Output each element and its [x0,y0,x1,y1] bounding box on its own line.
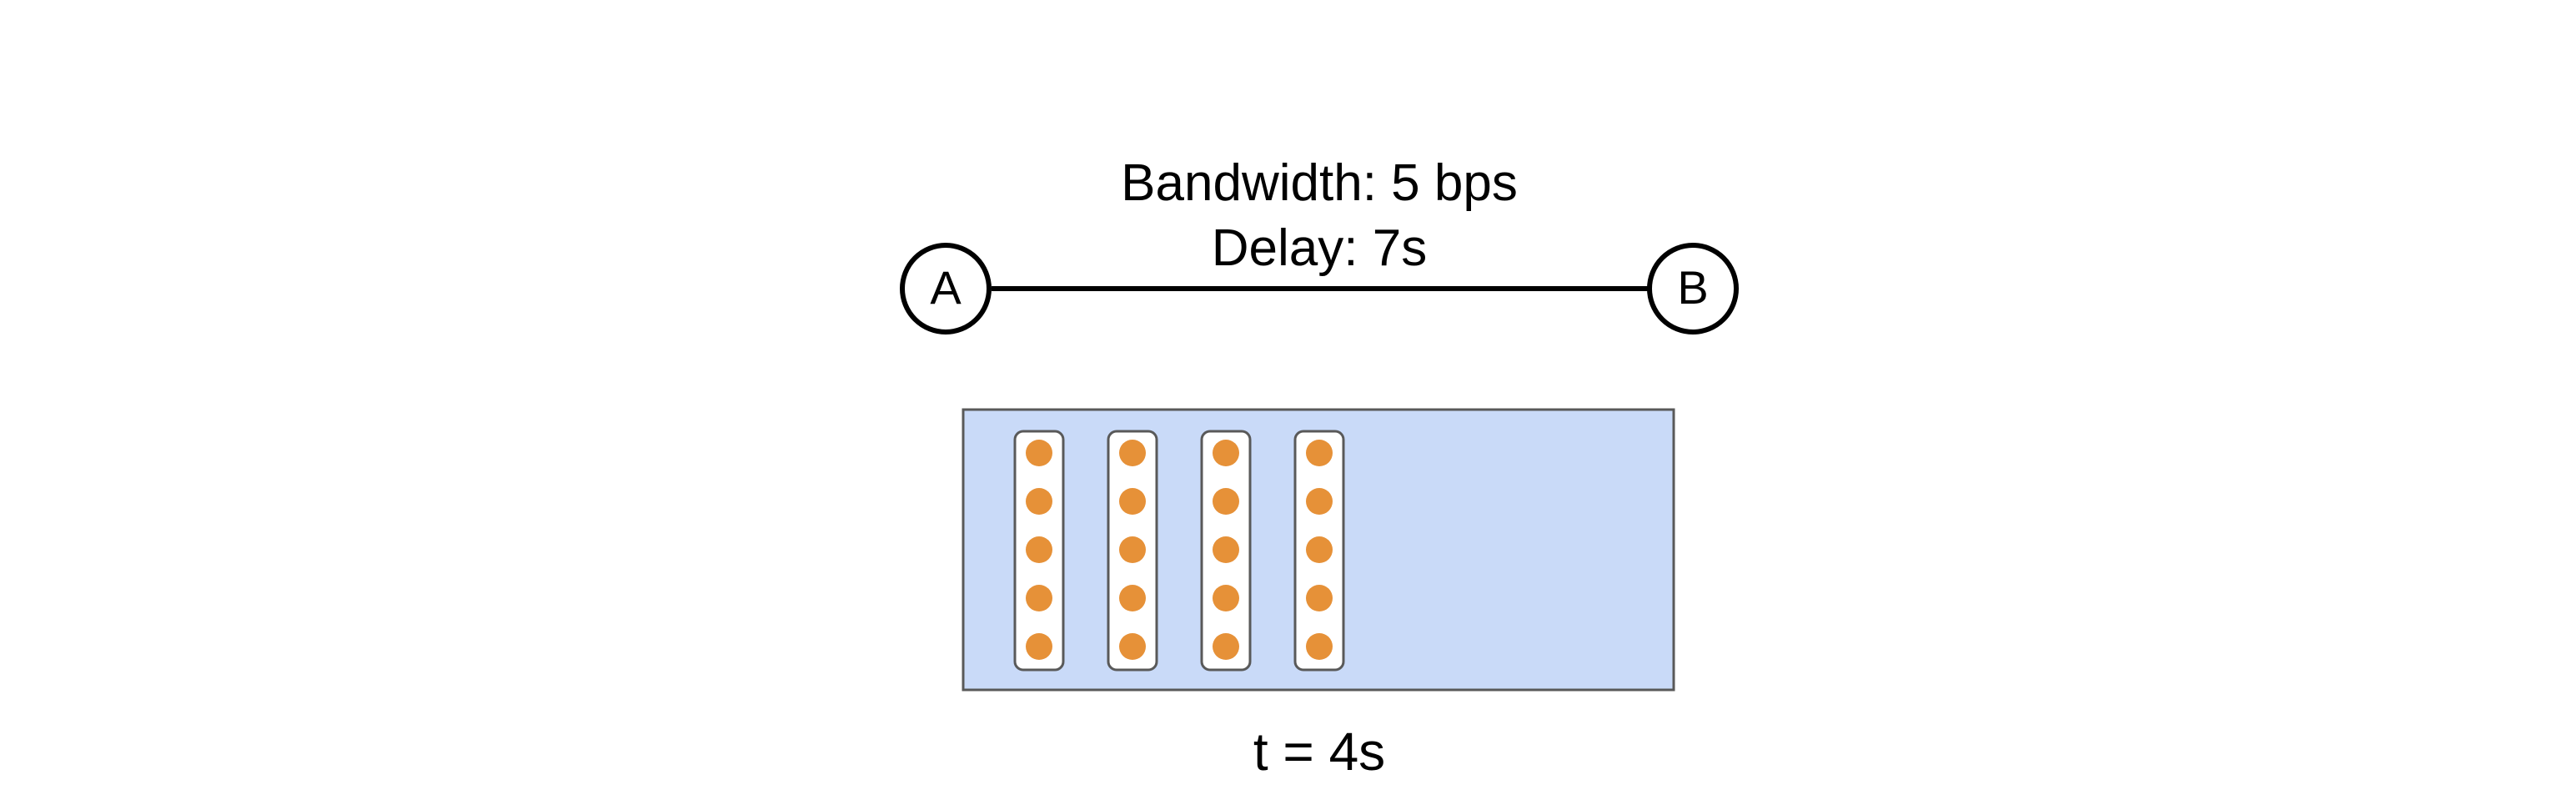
node-b: B [1647,243,1739,335]
bandwidth-label: Bandwidth: 5 bps [1121,154,1518,212]
packet-dot [1213,633,1239,660]
packet-dot [1306,488,1333,515]
node-a: A [900,243,992,335]
packet-dot [1026,440,1052,466]
packet-group [1107,430,1158,672]
node-b-label: B [1677,261,1708,314]
packet-dot [1306,440,1333,466]
packet-dot [1119,488,1146,515]
packet-dot [1026,585,1052,611]
packet-dot [1119,585,1146,611]
node-a-label: A [930,261,962,314]
packet-group [1293,430,1345,672]
packet-dot [1119,440,1146,466]
time-label: t = 4s [1253,722,1385,782]
packet-dot [1306,536,1333,563]
packet-group [1200,430,1252,672]
packet-dot [1306,585,1333,611]
packet-dot [1026,633,1052,660]
packet-dot [1306,633,1333,660]
packet-dot [1213,488,1239,515]
delay-label: Delay: 7s [1212,219,1427,277]
packet-dot [1213,536,1239,563]
packet-groups [1013,430,1345,672]
packet-dot [1026,488,1052,515]
packet-dot [1026,536,1052,563]
node-a-circle [900,243,992,335]
packet-group [1013,430,1065,672]
node-b-circle [1647,243,1739,335]
packet-dot [1119,633,1146,660]
packet-dot [1213,585,1239,611]
packet-dot [1119,536,1146,563]
packet-dot [1213,440,1239,466]
